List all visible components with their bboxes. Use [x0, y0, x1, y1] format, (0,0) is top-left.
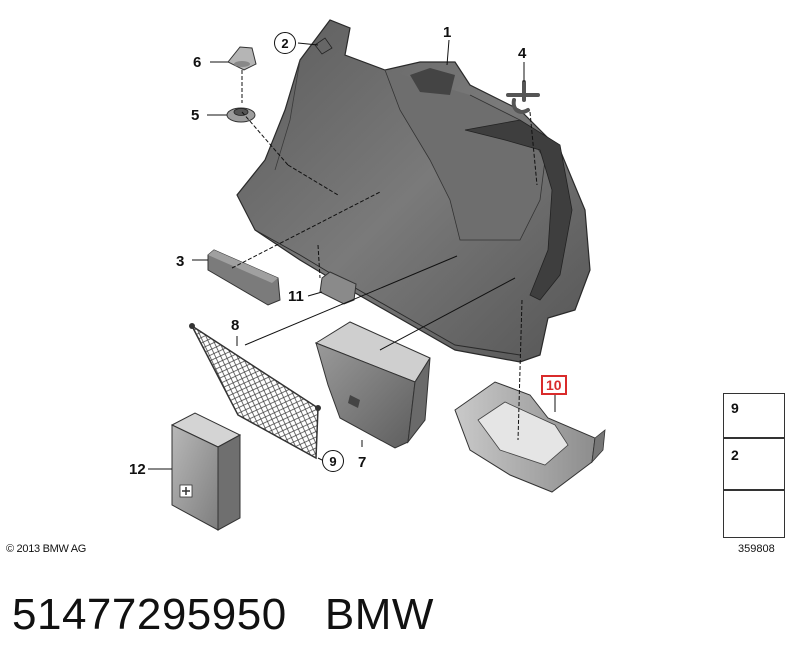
callout-8: 8 [231, 317, 240, 334]
small-cover [319, 271, 357, 305]
callout-11: 11 [288, 288, 304, 305]
leader-lines [148, 39, 556, 470]
callout-2: 2 [274, 32, 296, 54]
part-caption: 51477295950 BMW [12, 590, 434, 640]
grommet-nut [226, 107, 256, 123]
brand-name: BMW [324, 590, 434, 639]
callout-1: 1 [443, 24, 452, 41]
parts-diagram: 1 2 3 4 5 6 7 8 9 10 11 12 9 2 © 2013 BM… [6, 19, 785, 555]
fastener-clip-top [314, 37, 333, 55]
side-trim-panel [236, 19, 591, 363]
callout-7: 7 [358, 454, 367, 471]
storage-bin [314, 321, 431, 449]
legend-box-a: 9 [723, 393, 785, 438]
floor-tray [454, 381, 606, 493]
legend-box-b: 2 [723, 438, 785, 490]
diagram-drawing [148, 19, 783, 531]
copyright-notice: © 2013 BMW AG [6, 543, 87, 555]
lashing-hook [506, 80, 540, 114]
part-number: 51477295950 [12, 590, 287, 639]
cover-cap [227, 46, 257, 71]
callout-5: 5 [191, 107, 200, 124]
legend-box-arrow [723, 490, 785, 538]
callout-4: 4 [518, 45, 527, 62]
diagram-id: 359808 [738, 543, 775, 555]
callout-6: 6 [193, 54, 202, 71]
cover-strip [207, 249, 281, 306]
first-aid-kit [170, 412, 242, 531]
luggage-net [189, 323, 321, 460]
legend-number-a: 9 [731, 400, 739, 416]
legend-number-b: 2 [731, 447, 739, 463]
callout-9: 9 [322, 450, 344, 472]
callout-3: 3 [176, 253, 185, 270]
callout-10: 10 [541, 375, 567, 395]
callout-12: 12 [129, 461, 146, 478]
